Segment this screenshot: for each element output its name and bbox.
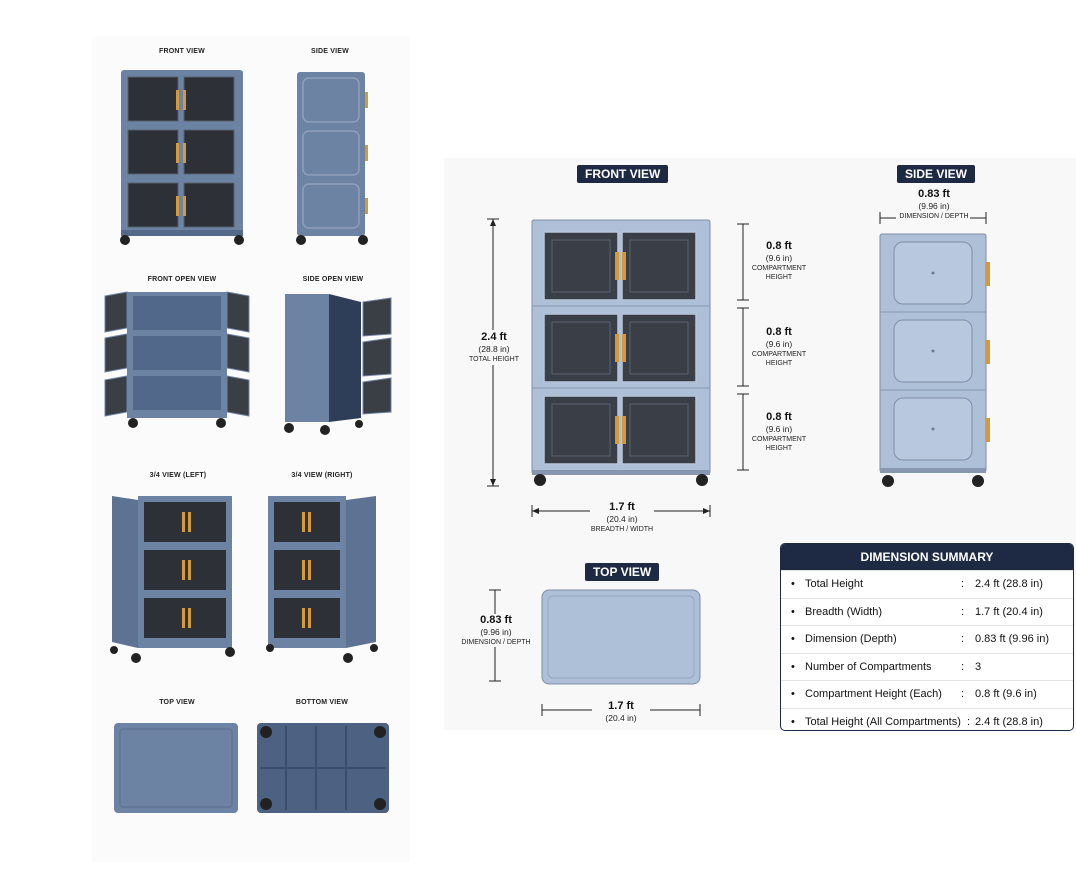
label-front-open-view: FRONT OPEN VIEW: [147, 276, 217, 283]
front-view-cabinet-image: [120, 70, 244, 245]
side-view-cabinet-image: [296, 72, 368, 245]
table-row: •Dimension (Depth):0.83 ft (9.96 in): [781, 625, 1073, 653]
three-quarter-right-cabinet-image: [266, 496, 378, 663]
side-view-drawing: [879, 233, 990, 487]
compartment-2-label: 0.8 ft (9.6 in) COMPARTMENT HEIGHT: [751, 326, 807, 367]
table-row: •Compartment Height (Each):0.8 ft (9.6 i…: [781, 680, 1073, 708]
front-view-drawing: [531, 219, 711, 486]
table-row: •Breadth (Width):1.7 ft (20.4 in): [781, 597, 1073, 626]
front-view-tag: FRONT VIEW: [577, 165, 669, 183]
side-depth-label: 0.83 ft (9.96 in) DIMENSION / DEPTH: [899, 188, 969, 220]
bottom-view-photo: [257, 723, 389, 813]
label-bottom-view: BOTTOM VIEW: [295, 699, 349, 706]
top-view-drawing: [541, 589, 701, 685]
top-width-label: 1.7 ft (20.4 in): [592, 700, 650, 724]
dimension-summary-table: DIMENSION SUMMARY •Total Height:2.4 ft (…: [780, 543, 1074, 731]
table-row: •Total Height:2.4 ft (28.8 in): [781, 570, 1073, 598]
breadth-label: 1.7 ft (20.4 in) BREADTH / WIDTH: [590, 501, 654, 533]
compartment-dimension-lines: [737, 223, 749, 471]
total-height-label: 2.4 ft (28.8 in) TOTAL HEIGHT: [466, 330, 522, 365]
side-view-tag: SIDE VIEW: [897, 165, 976, 183]
table-row: •Number of Compartments:3: [781, 652, 1073, 681]
front-open-view-cabinet-image: [104, 291, 250, 428]
top-view-tag: TOP VIEW: [585, 563, 660, 581]
side-depth-dimension-line: [879, 212, 987, 224]
three-quarter-left-cabinet-image: [110, 496, 235, 663]
label-three-quarter-right: 3/4 VIEW (RIGHT): [291, 472, 353, 479]
compartment-1-label: 0.8 ft (9.6 in) COMPARTMENT HEIGHT: [751, 240, 807, 281]
side-open-view-cabinet-image: [284, 294, 392, 435]
summary-title: DIMENSION SUMMARY: [781, 544, 1073, 570]
label-top-view: TOP VIEW: [159, 699, 195, 706]
label-three-quarter-left: 3/4 VIEW (LEFT): [149, 472, 207, 479]
table-row: •Total Height (All Compartments):2.4 ft …: [781, 707, 1073, 730]
label-front-view: FRONT VIEW: [159, 48, 205, 55]
label-side-open-view: SIDE OPEN VIEW: [302, 276, 364, 283]
top-view-photo: [114, 723, 238, 813]
compartment-3-label: 0.8 ft (9.6 in) COMPARTMENT HEIGHT: [751, 411, 807, 452]
top-depth-label: 0.83 ft (9.96 in) DIMENSION / DEPTH: [455, 614, 537, 647]
label-side-view: SIDE VIEW: [311, 48, 349, 55]
